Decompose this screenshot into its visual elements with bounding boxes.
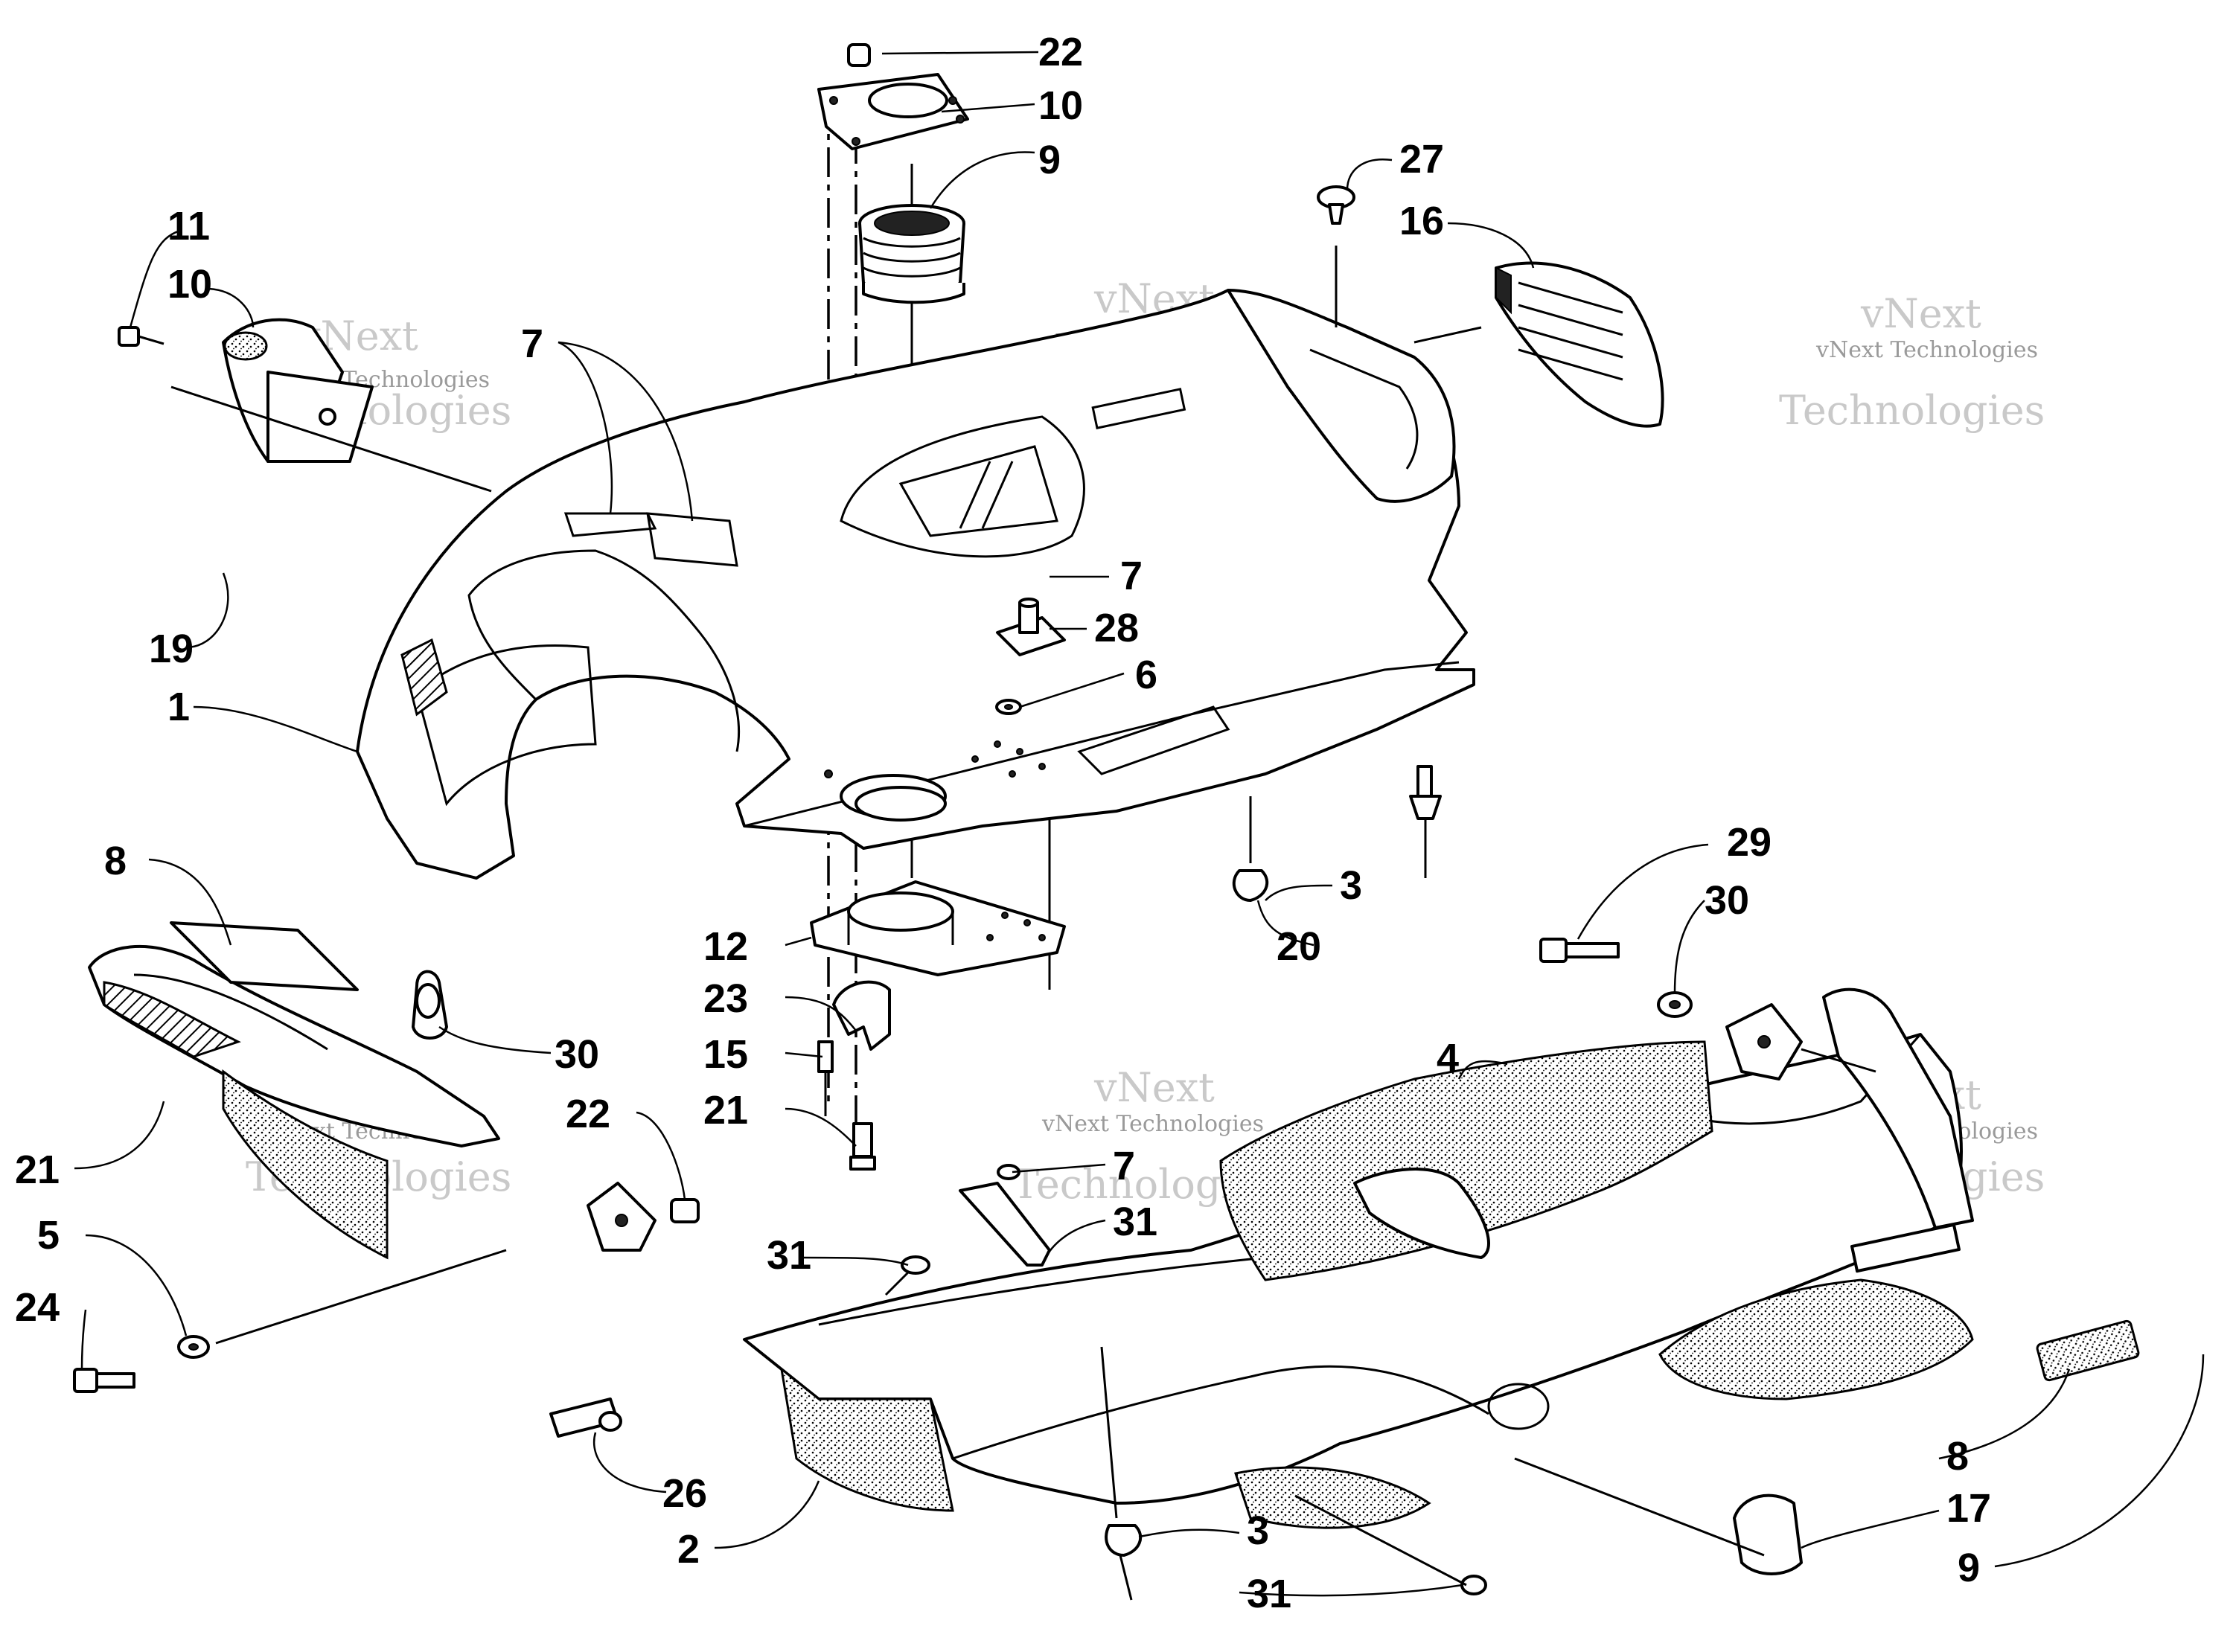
watermark-text: Technologies bbox=[1779, 387, 2045, 434]
left-side-panel bbox=[73, 921, 700, 1393]
callout-label: 11 bbox=[167, 204, 210, 249]
callout-label: 31 bbox=[1247, 1572, 1291, 1616]
lower-plate-assembly bbox=[810, 786, 1066, 976]
callout-label: 2 bbox=[677, 1527, 700, 1572]
callout-label: 4 bbox=[1437, 1036, 1459, 1080]
side-vent bbox=[1317, 185, 1664, 428]
callout-label: 21 bbox=[15, 1147, 60, 1192]
callout-label: 22 bbox=[1038, 30, 1083, 74]
callout-label: 15 bbox=[703, 1032, 748, 1077]
callout-label: 7 bbox=[1113, 1144, 1135, 1188]
callout-label: 9 bbox=[1038, 138, 1061, 182]
callout-label: 8 bbox=[104, 839, 127, 883]
fastener-cluster-center bbox=[817, 598, 1066, 1171]
callout-label: 6 bbox=[1135, 653, 1157, 697]
watermark-text: vNext Technologies bbox=[1041, 1111, 1264, 1137]
callout-label: 10 bbox=[1038, 83, 1083, 128]
callout-label: 19 bbox=[149, 627, 194, 671]
headlight-assembly bbox=[118, 318, 492, 493]
callout-label: 21 bbox=[703, 1088, 748, 1133]
callout-label: 10 bbox=[167, 262, 212, 307]
callout-label: 31 bbox=[1113, 1200, 1157, 1244]
callout-label: 20 bbox=[1277, 924, 1321, 969]
callout-labels: 22 10 9 27 16 11 10 7 7 28 6 19 1 3 20 1… bbox=[15, 30, 1991, 1616]
callout-label: 17 bbox=[1946, 1486, 1991, 1531]
callout-label: 30 bbox=[555, 1032, 599, 1077]
callout-label: 3 bbox=[1247, 1508, 1269, 1553]
callout-label: 1 bbox=[167, 685, 190, 729]
lower-side-panel bbox=[549, 938, 2140, 1601]
callout-label: 29 bbox=[1727, 820, 1772, 865]
watermark-text: vNext bbox=[1860, 290, 1981, 337]
callout-label: 23 bbox=[703, 976, 748, 1021]
callout-label: 3 bbox=[1340, 863, 1362, 908]
callout-label: 9 bbox=[1958, 1546, 1980, 1590]
callout-label: 5 bbox=[37, 1213, 60, 1258]
callout-label: 28 bbox=[1094, 606, 1139, 650]
callout-label: 8 bbox=[1946, 1434, 1969, 1479]
callout-label: 30 bbox=[1705, 878, 1749, 923]
callout-label: 12 bbox=[703, 924, 748, 969]
top-bezel-assembly bbox=[817, 43, 969, 304]
callout-label: 16 bbox=[1399, 199, 1444, 243]
upper-body-shell bbox=[356, 289, 1475, 880]
leader-lines bbox=[74, 51, 2205, 1597]
callout-label: 27 bbox=[1399, 137, 1444, 182]
rivets-upper bbox=[1232, 765, 1442, 902]
watermark-text: vNext bbox=[1093, 1064, 1215, 1111]
callout-label: 7 bbox=[521, 321, 543, 366]
callout-label: 31 bbox=[767, 1233, 811, 1278]
callout-label: 22 bbox=[566, 1092, 610, 1136]
callout-label: 7 bbox=[1120, 554, 1143, 598]
callout-label: 24 bbox=[15, 1285, 60, 1330]
callout-label: 26 bbox=[662, 1471, 707, 1516]
watermark-text: vNext Technologies bbox=[1815, 337, 2038, 363]
